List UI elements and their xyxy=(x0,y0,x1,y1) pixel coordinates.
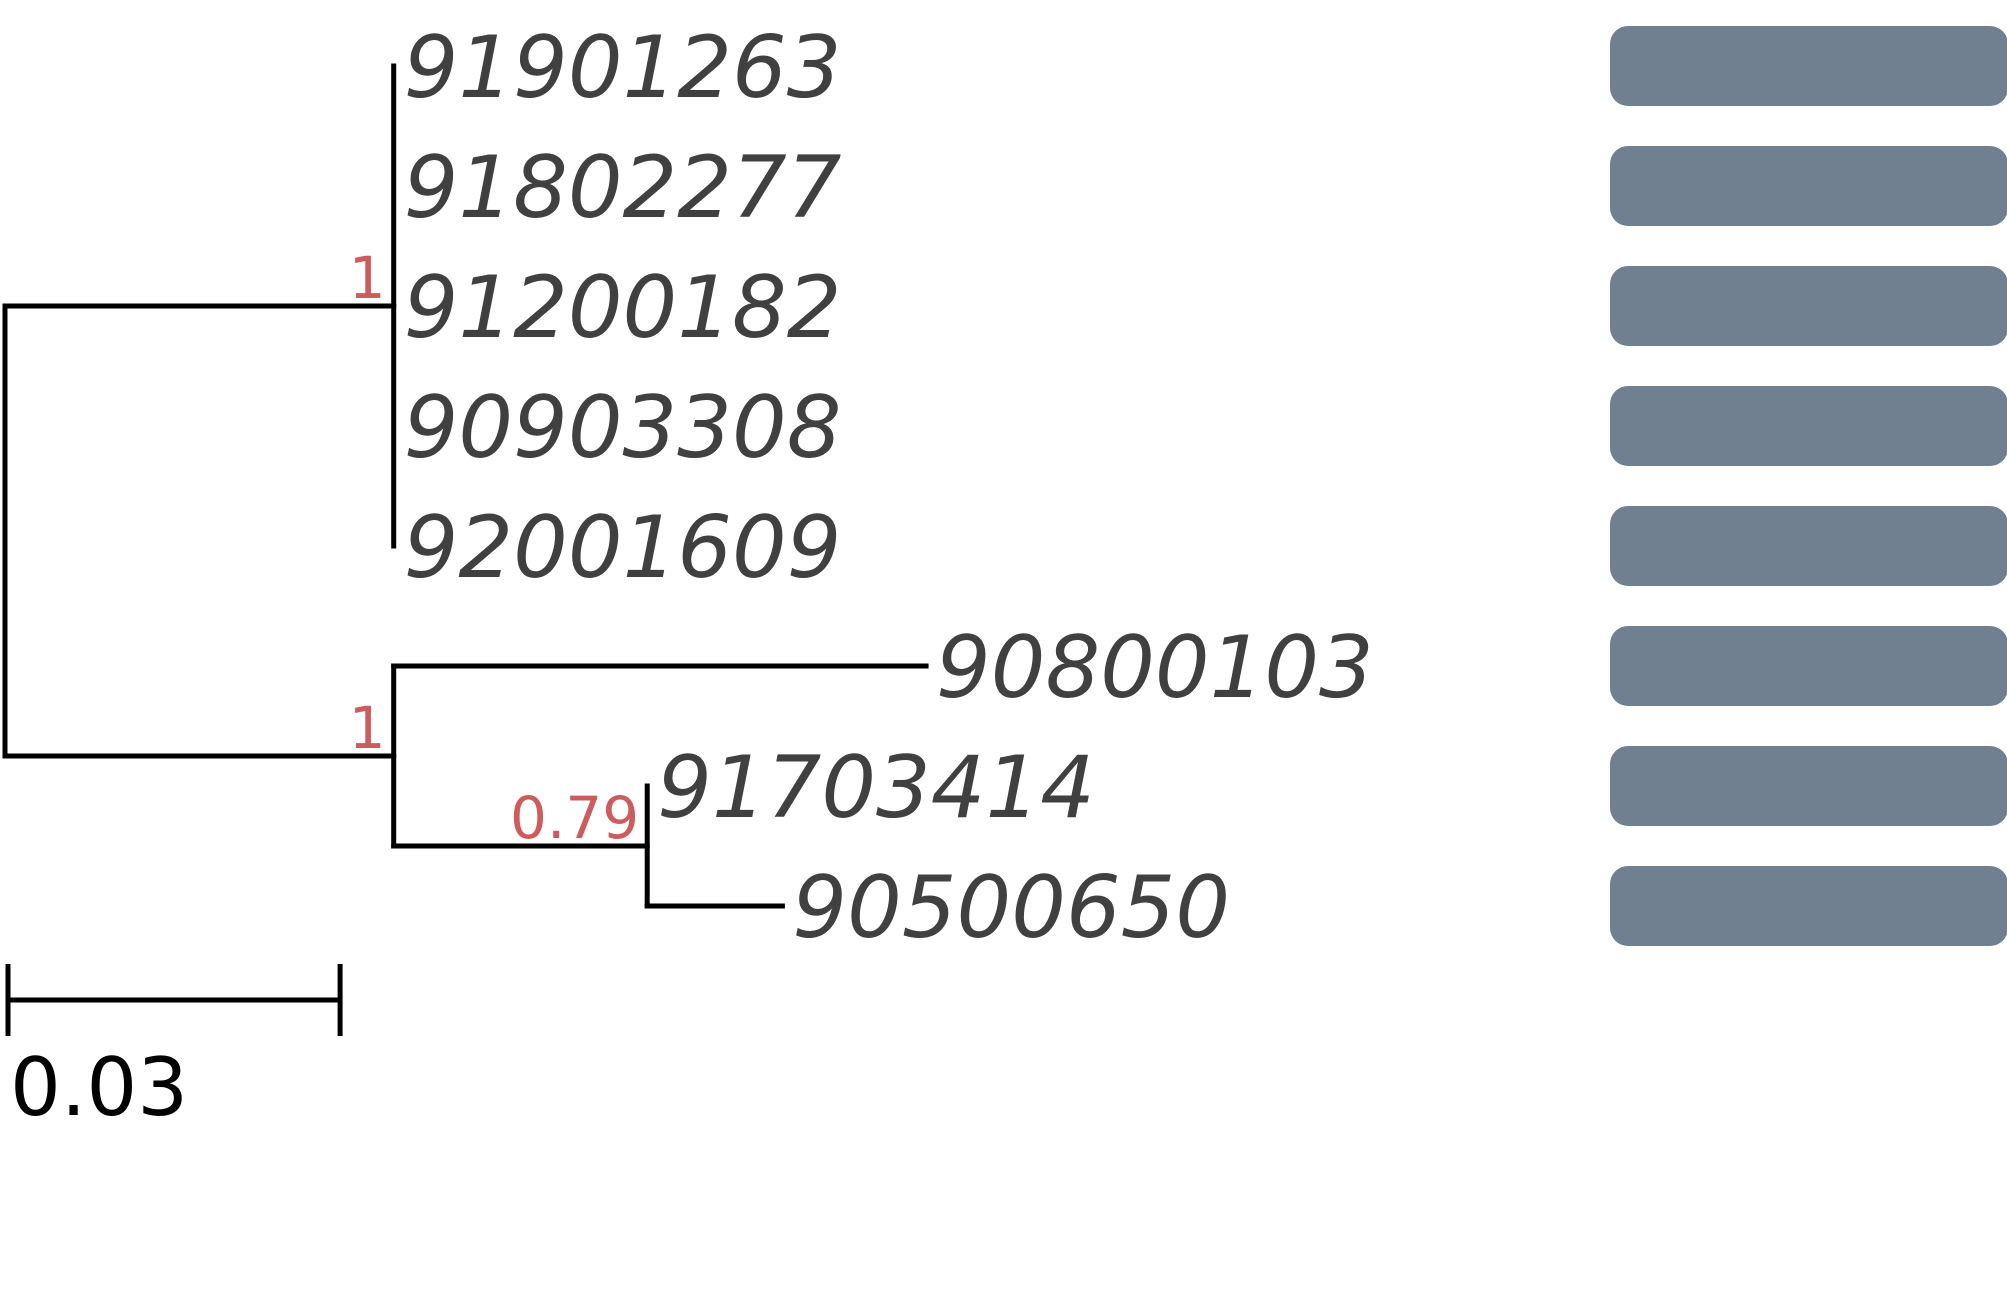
leaf-label: 91703414 xyxy=(657,738,1095,838)
leaf-label: 90903308 xyxy=(404,378,842,478)
leaf-track-box xyxy=(1610,866,2007,946)
leaf-label: 91901263 xyxy=(404,18,842,118)
leaf-label: 91200182 xyxy=(404,258,842,358)
leaf-label: 91802277 xyxy=(404,138,842,238)
leaf-track-box xyxy=(1610,266,2007,346)
leaf-label: 90800103 xyxy=(936,618,1374,718)
leaf-track-boxes xyxy=(1610,26,2007,946)
leaf-labels: 91901263 91802277 91200182 90903308 92001609… xyxy=(404,18,1374,958)
leaf-track-box xyxy=(1610,386,2007,466)
leaf-label: 92001609 xyxy=(404,498,842,598)
support-value: 0.79 xyxy=(510,784,639,852)
leaf-label: 90500650 xyxy=(792,858,1230,958)
leaf-track-box xyxy=(1610,506,2007,586)
support-value: 1 xyxy=(349,694,386,762)
scale-bar-label: 0.03 xyxy=(10,1041,188,1134)
support-values: 1 0.79 1 xyxy=(349,244,639,852)
leaf-track-box xyxy=(1610,746,2007,826)
tree-branches xyxy=(2,63,929,909)
scale-bar: 0.03 xyxy=(5,964,343,1134)
support-value: 1 xyxy=(349,244,386,312)
leaf-track-box xyxy=(1610,146,2007,226)
leaf-track-box xyxy=(1610,626,2007,706)
leaf-track-box xyxy=(1610,26,2007,106)
